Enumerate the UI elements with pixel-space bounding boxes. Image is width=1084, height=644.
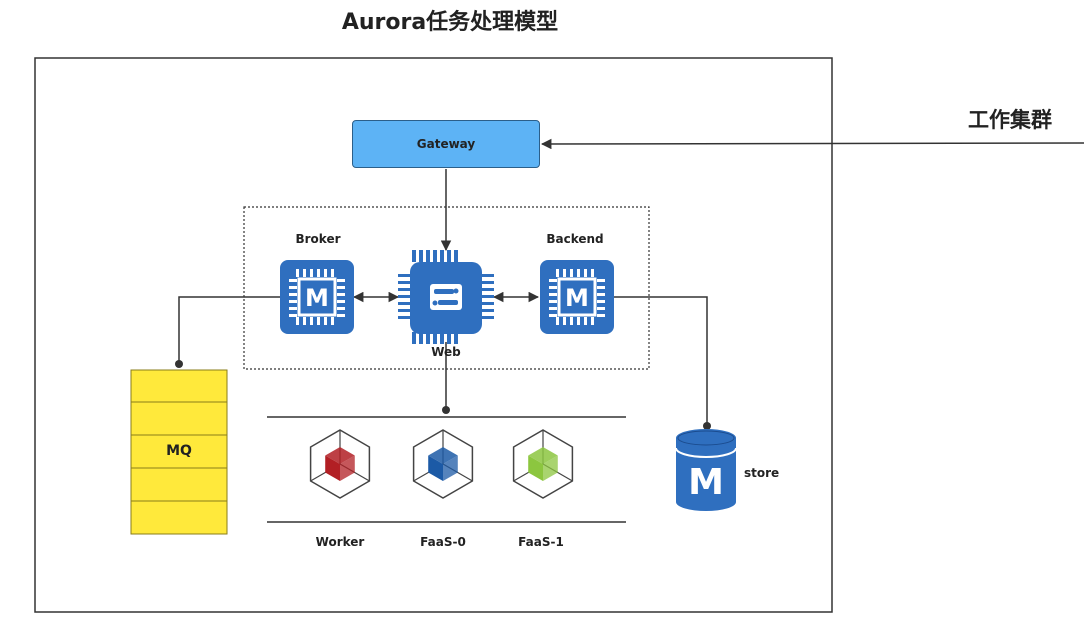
worker-label: Worker: [315, 535, 365, 549]
store-label: store: [744, 466, 780, 480]
cluster-label: 工作集群: [968, 108, 1052, 132]
gateway-box: Gateway: [352, 120, 540, 168]
backend-label: Backend: [546, 232, 604, 246]
faas-1-label: FaaS-1: [518, 535, 564, 549]
broker-mq-connector: [178, 296, 280, 364]
broker-label: Broker: [295, 232, 341, 246]
backend-chip-letter: M: [565, 284, 589, 312]
mq-label: MQ: [166, 443, 192, 459]
diagram-title: Aurora任务处理模型: [341, 10, 559, 35]
external-connector: [540, 138, 1084, 150]
mq-queue: [130, 369, 228, 535]
store-icon-letter: M: [688, 462, 724, 503]
worker-cube-icon: [309, 429, 371, 499]
broker-chip-letter: M: [305, 284, 329, 312]
faas-0-cube-icon: [412, 429, 474, 499]
backend-store-connector: [614, 296, 708, 426]
gateway-label: Gateway: [416, 137, 476, 151]
web-label: Web: [431, 345, 461, 359]
store-database-icon: M: [675, 429, 737, 511]
faas-0-label: FaaS-0: [420, 535, 466, 549]
broker-chip-icon: M: [280, 260, 354, 334]
web-chip-icon: [398, 250, 494, 344]
faas-1-cube-icon: [512, 429, 574, 499]
backend-chip-icon: M: [540, 260, 614, 334]
cluster-frame: [34, 57, 833, 613]
